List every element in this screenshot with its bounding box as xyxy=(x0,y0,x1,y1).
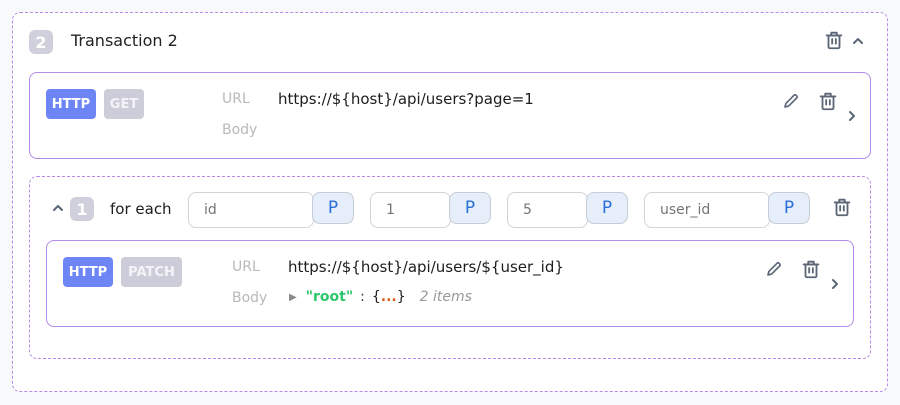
chevron-up-icon xyxy=(851,35,865,47)
delete-loop-button[interactable] xyxy=(831,196,853,218)
json-collapsed-ellipsis[interactable]: ... xyxy=(380,289,397,305)
trash-icon xyxy=(817,90,839,112)
url-value: https://${host}/api/users?page=1 xyxy=(278,90,534,108)
json-close-brace: } xyxy=(396,289,406,305)
edit-step-button[interactable] xyxy=(765,260,783,278)
loop-type-label: for each xyxy=(110,200,172,218)
delete-transaction-button[interactable] xyxy=(823,29,845,51)
param-toggle-button-4[interactable]: P xyxy=(768,192,810,224)
json-colon: : xyxy=(360,289,365,305)
transaction-index-badge: 2 xyxy=(29,30,53,54)
expand-caret-icon[interactable]: ▶ xyxy=(289,291,297,303)
pencil-icon xyxy=(765,260,783,278)
transaction-title: Transaction 2 xyxy=(71,31,178,50)
url-label: URL xyxy=(232,259,260,275)
trash-icon xyxy=(800,258,822,280)
url-value: https://${host}/api/users/${user_id} xyxy=(288,258,564,276)
chevron-right-icon xyxy=(830,277,840,291)
protocol-tag: HTTP xyxy=(63,257,113,287)
expand-step-button[interactable] xyxy=(847,109,857,123)
delete-step-button[interactable] xyxy=(817,90,839,112)
param-toggle-button-3[interactable]: P xyxy=(586,192,628,224)
loop-index-badge: 1 xyxy=(70,197,94,221)
edit-step-button[interactable] xyxy=(782,92,800,110)
pencil-icon xyxy=(782,92,800,110)
delete-step-button[interactable] xyxy=(800,258,822,280)
param-toggle-button-2[interactable]: P xyxy=(449,192,491,224)
json-body-viewer[interactable]: ▶ "root" : {...} 2 items xyxy=(289,289,472,305)
body-label: Body xyxy=(232,290,268,306)
loop-param-input-2[interactable] xyxy=(370,192,451,228)
json-item-count: 2 items xyxy=(419,289,472,305)
chevron-right-icon xyxy=(847,109,857,123)
loop-param-input-4[interactable] xyxy=(644,192,770,228)
chevron-up-icon xyxy=(51,202,65,214)
method-tag: GET xyxy=(104,89,144,119)
collapse-transaction-button[interactable] xyxy=(851,35,865,47)
method-tag: PATCH xyxy=(121,257,182,287)
trash-icon xyxy=(831,196,853,218)
url-label: URL xyxy=(222,91,250,107)
expand-step-button[interactable] xyxy=(830,277,840,291)
loop-param-input-3[interactable] xyxy=(507,192,588,228)
protocol-tag: HTTP xyxy=(46,89,96,119)
loop-param-input-1[interactable] xyxy=(188,192,314,228)
body-label: Body xyxy=(222,122,258,138)
json-root-key: "root" xyxy=(305,289,354,305)
collapse-loop-button[interactable] xyxy=(51,202,65,214)
param-toggle-button-1[interactable]: P xyxy=(312,192,354,224)
trash-icon xyxy=(823,29,845,51)
http-get-step-card[interactable] xyxy=(29,72,871,159)
json-open-brace: { xyxy=(371,289,381,305)
